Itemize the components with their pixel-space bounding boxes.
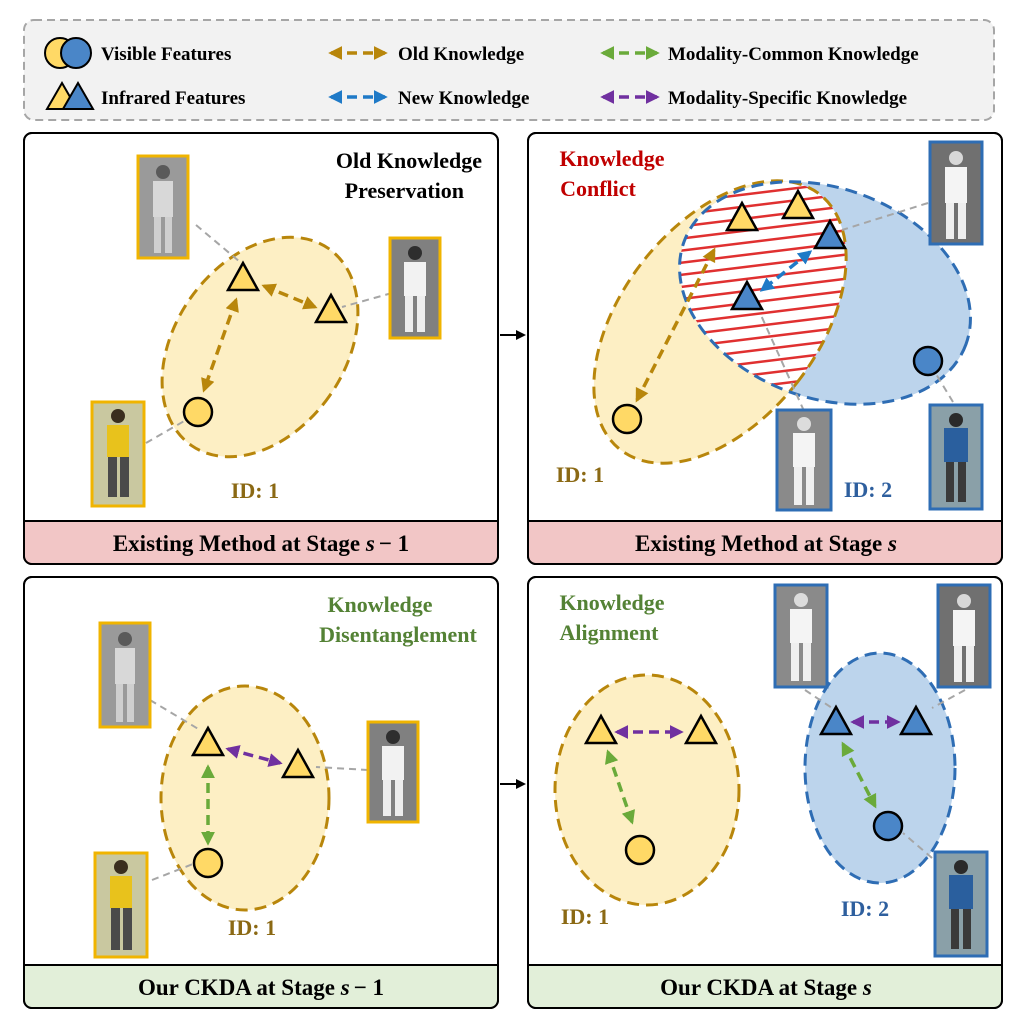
panel-title-line1: Old Knowledge bbox=[336, 148, 482, 173]
legend-old-label: Old Knowledge bbox=[398, 44, 524, 65]
person-thumbnail bbox=[928, 403, 984, 511]
old-knowledge-arrow bbox=[261, 283, 318, 310]
infrared-feature-blue bbox=[818, 704, 854, 736]
infrared-feature-blue bbox=[812, 218, 848, 250]
visible-feature-yellow bbox=[624, 834, 656, 866]
id1-label: ID: 1 bbox=[561, 904, 609, 929]
panel-title-line1: Knowledge bbox=[327, 592, 432, 617]
legend-new-label: New Knowledge bbox=[398, 88, 529, 109]
infrared-feature-yellow bbox=[583, 713, 619, 745]
person-thumbnail bbox=[928, 140, 984, 246]
panel-title-line2: Preservation bbox=[345, 178, 464, 203]
id1-label: ID: 1 bbox=[228, 915, 276, 940]
modality-common-arrow bbox=[605, 749, 635, 825]
id1-cluster bbox=[553, 673, 741, 907]
person-thumbnail bbox=[136, 154, 190, 260]
panel-ckda-stage-prev: Knowledge Disentanglement ID: 1 Our CKDA… bbox=[23, 576, 499, 1009]
person-thumbnail bbox=[93, 851, 149, 959]
visible-feature-yellow bbox=[192, 847, 224, 879]
id2-label: ID: 2 bbox=[841, 896, 889, 921]
panel-ckda-stage-current: Knowledge Alignment ID: 1 ID: 2 bbox=[527, 576, 1003, 1009]
legend-common-label: Modality-Common Knowledge bbox=[668, 44, 919, 65]
infrared-feature-yellow bbox=[313, 292, 349, 324]
visible-feature-blue bbox=[872, 810, 904, 842]
infrared-feature-yellow bbox=[780, 188, 816, 220]
panel-title-line1: Knowledge bbox=[559, 590, 664, 615]
infrared-feature-yellow bbox=[683, 713, 719, 745]
person-thumbnail bbox=[366, 720, 420, 824]
person-thumbnail bbox=[936, 583, 992, 689]
infrared-feature-yellow bbox=[190, 725, 226, 757]
new-knowledge-arrow bbox=[759, 250, 813, 292]
id1-cluster bbox=[159, 684, 331, 912]
person-thumbnail bbox=[933, 850, 989, 958]
modality-common-arrow bbox=[841, 741, 877, 809]
panel-title-line2: Disentanglement bbox=[319, 622, 477, 647]
visible-feature-yellow bbox=[182, 396, 214, 428]
infrared-feature-blue bbox=[729, 279, 765, 311]
person-thumbnail bbox=[773, 583, 829, 689]
infrared-feature-yellow bbox=[724, 200, 760, 232]
panel-footer: Our CKDA at Stage s− 1 bbox=[138, 975, 384, 1000]
person-thumbnail bbox=[90, 400, 146, 508]
legend-visible-label: Visible Features bbox=[101, 44, 231, 65]
infrared-feature-yellow bbox=[225, 260, 261, 292]
infrared-features-icon bbox=[45, 80, 95, 110]
panel-existing-stage-current: Knowledge Conflict bbox=[527, 132, 1003, 565]
visible-features-icon bbox=[44, 37, 92, 69]
panel-footer: Existing Method at Stage s bbox=[635, 531, 897, 556]
id1-label: ID: 1 bbox=[556, 462, 604, 487]
panel-title-line2: Alignment bbox=[560, 620, 660, 645]
old-knowledge-arrow bbox=[635, 247, 716, 403]
legend: Visible Features Infrared Features Old K… bbox=[23, 19, 995, 121]
panel-title-line2: Conflict bbox=[560, 176, 636, 201]
visible-feature-blue bbox=[912, 345, 944, 377]
panel-existing-stage-prev: Old Knowledge Preservation ID: 1 Existin… bbox=[23, 132, 499, 565]
infrared-feature-yellow bbox=[280, 747, 316, 779]
person-thumbnail bbox=[388, 236, 442, 340]
infrared-feature-blue bbox=[898, 704, 934, 736]
panel-footer: Existing Method at Stage s− 1 bbox=[113, 531, 409, 556]
panel-footer: Our CKDA at Stage s bbox=[660, 975, 872, 1000]
person-thumbnail bbox=[775, 408, 833, 512]
visible-feature-yellow bbox=[611, 403, 643, 435]
id1-label: ID: 1 bbox=[231, 478, 279, 503]
id2-label: ID: 2 bbox=[844, 477, 892, 502]
panel-title-line1: Knowledge bbox=[559, 146, 664, 171]
modality-specific-arrow bbox=[225, 745, 283, 767]
legend-infrared-label: Infrared Features bbox=[101, 88, 245, 109]
person-thumbnail bbox=[98, 621, 152, 729]
legend-specific-label: Modality-Specific Knowledge bbox=[668, 88, 907, 109]
